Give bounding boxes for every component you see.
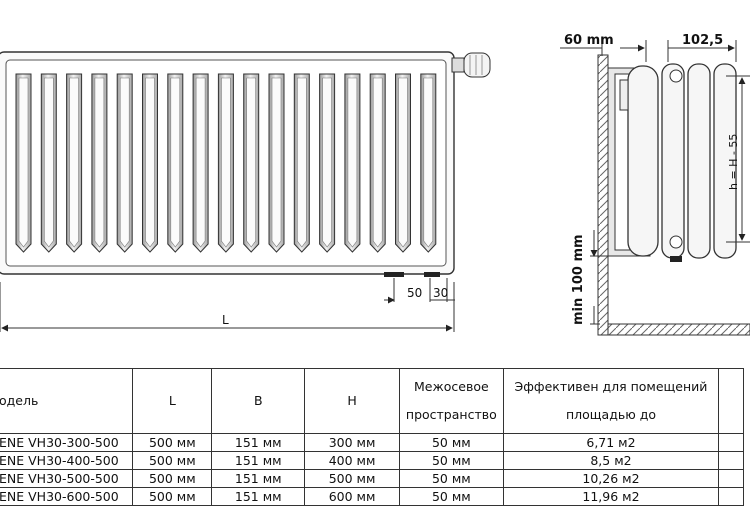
radiator-fin-highlight xyxy=(423,77,434,248)
radiator-fin-highlight xyxy=(271,77,282,248)
radiator-fin-highlight xyxy=(347,77,358,248)
radiator-fin-highlight xyxy=(246,77,256,248)
cell-l: 500 мм xyxy=(132,469,213,488)
cell-h: 300 мм xyxy=(304,433,400,452)
cell-b: 151 мм xyxy=(211,433,306,452)
spec-table: одель L B H Межосевое пространство Эффек… xyxy=(0,368,744,506)
cell-spacing: 50 мм xyxy=(398,487,504,506)
radiator-fin-highlight xyxy=(119,77,130,248)
header-effective: Эффективен для помещений площадью до xyxy=(502,368,720,434)
pipe-edge-label: 30 xyxy=(433,286,448,300)
floor-min-label: min 100 mm xyxy=(571,234,586,325)
header-model: одель xyxy=(0,368,134,434)
radiator-technical-drawing: 50 30 L 60 mm xyxy=(0,33,750,336)
wall xyxy=(597,54,609,336)
radiator-fin-highlight xyxy=(170,77,181,248)
radiator-fin-highlight xyxy=(398,77,408,248)
cell-spacing: 50 мм xyxy=(398,469,504,488)
radiator-side-view xyxy=(597,54,750,336)
cell-b: 151 мм xyxy=(211,487,306,506)
cell-model: ENE VH30-500-500 xyxy=(0,469,134,488)
radiator-fin-highlight xyxy=(44,77,54,248)
cell-h: 400 мм xyxy=(304,451,400,470)
header-effective-line2: площадью до xyxy=(565,407,656,422)
cell-area: 10,26 м2 xyxy=(502,469,720,488)
radiator-fin-highlight xyxy=(69,77,79,248)
radiator-fin-highlight xyxy=(297,77,307,248)
radiator-fin-highlight xyxy=(322,77,332,248)
radiator-front-view xyxy=(0,51,491,277)
radiator-fin-highlight xyxy=(18,77,29,248)
header-b: B xyxy=(211,368,306,434)
cell-b: 151 мм xyxy=(211,469,306,488)
depth-dimension: 102,5 xyxy=(667,33,737,62)
cell-extra xyxy=(718,433,744,452)
header-spacing-line2: пространство xyxy=(405,407,497,422)
radiator-fin-highlight xyxy=(221,77,231,248)
header-spacing-line1: Межосевое xyxy=(414,379,489,394)
cell-spacing: 50 мм xyxy=(398,451,504,470)
cell-model: ENE VH30-400-500 xyxy=(0,451,134,470)
table-row: ENE VH30-400-500 500 мм 151 мм 400 мм 50… xyxy=(0,451,744,470)
cell-spacing: 50 мм xyxy=(398,433,504,452)
cell-extra xyxy=(718,469,744,488)
header-h: H xyxy=(304,368,400,434)
cell-area: 11,96 м2 xyxy=(502,487,720,506)
header-extra xyxy=(718,368,744,434)
height-formula-label: h = H - 55 xyxy=(727,134,740,190)
cell-l: 500 мм xyxy=(132,487,213,506)
thermostat-valve-icon xyxy=(451,52,491,78)
radiator-fin-highlight xyxy=(195,77,206,248)
radiator-fin-highlight xyxy=(94,77,105,248)
table-row: ENE VH30-600-500 500 мм 151 мм 600 мм 50… xyxy=(0,487,744,506)
floor-clearance-dimension: min 100 mm xyxy=(571,230,640,325)
cell-l: 500 мм xyxy=(132,451,213,470)
cell-area: 6,71 м2 xyxy=(502,433,720,452)
header-l: L xyxy=(132,368,213,434)
header-effective-line1: Эффективен для помещений xyxy=(514,379,708,394)
length-label: L xyxy=(222,313,229,327)
cell-model: ENE VH30-300-500 xyxy=(0,433,134,452)
cell-extra xyxy=(718,487,744,506)
bottom-pipe-right xyxy=(424,272,440,277)
offset-dimension: 60 mm xyxy=(560,33,647,62)
depth-label: 102,5 xyxy=(682,33,723,48)
cell-b: 151 мм xyxy=(211,451,306,470)
cell-l: 500 мм xyxy=(132,433,213,452)
cell-area: 8,5 м2 xyxy=(502,451,720,470)
radiator-fin-highlight xyxy=(145,77,155,248)
table-header-row: одель L B H Межосевое пространство Эффек… xyxy=(0,368,744,434)
cell-h: 600 мм xyxy=(304,487,400,506)
cell-model: ENE VH30-600-500 xyxy=(0,487,134,506)
bottom-pipe-left xyxy=(384,272,404,277)
radiator-fins xyxy=(15,73,437,253)
header-spacing: Межосевое пространство xyxy=(398,368,504,434)
cell-h: 500 мм xyxy=(304,469,400,488)
pipe-spacing-label: 50 xyxy=(407,286,422,300)
floor xyxy=(607,323,750,336)
table-row: ENE VH30-300-500 500 мм 151 мм 300 мм 50… xyxy=(0,433,744,452)
length-dimension: L xyxy=(0,282,455,332)
height-dimension: h = H - 55 xyxy=(726,75,750,243)
radiator-fin-highlight xyxy=(372,77,383,248)
cell-extra xyxy=(718,451,744,470)
pipe-spacing-dimension: 50 30 xyxy=(384,278,455,304)
offset-wall-label: 60 mm xyxy=(564,33,614,48)
table-row: ENE VH30-500-500 500 мм 151 мм 500 мм 50… xyxy=(0,469,744,488)
